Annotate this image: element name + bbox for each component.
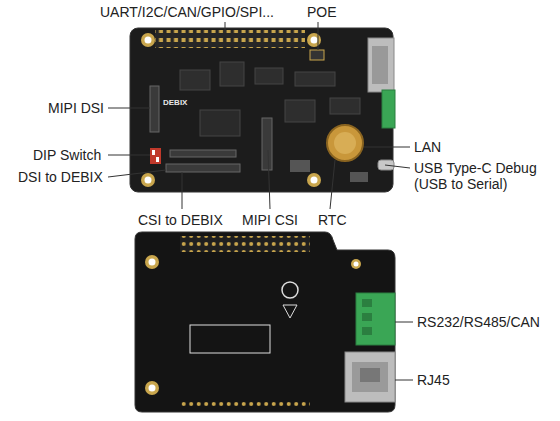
callout-label: LAN [414, 139, 441, 155]
top-board [130, 28, 395, 192]
callout-label: RJ45 [417, 372, 450, 388]
mounting-hole [141, 33, 321, 187]
callout-label: MIPI DSI [48, 100, 104, 116]
callout-label: DIP Switch [33, 147, 101, 163]
mounting-hole [145, 255, 361, 395]
bottom-board [135, 232, 395, 412]
callout-label: RS232/RS485/CAN [417, 314, 540, 330]
callout-label: RTC [318, 212, 347, 228]
callout-label: UART/I2C/CAN/GPIO/SPI... [100, 4, 274, 20]
callout-label: CSI to DEBIX [138, 212, 223, 228]
leader-line [108, 22, 413, 380]
callout-label: DSI to DEBIX [18, 169, 103, 185]
silkscreen-text: DEBIX [163, 98, 187, 107]
callout-label: USB Type-C Debug (USB to Serial) [414, 160, 546, 192]
callout-label: POE [307, 4, 337, 20]
callout-label: MIPI CSI [242, 212, 298, 228]
